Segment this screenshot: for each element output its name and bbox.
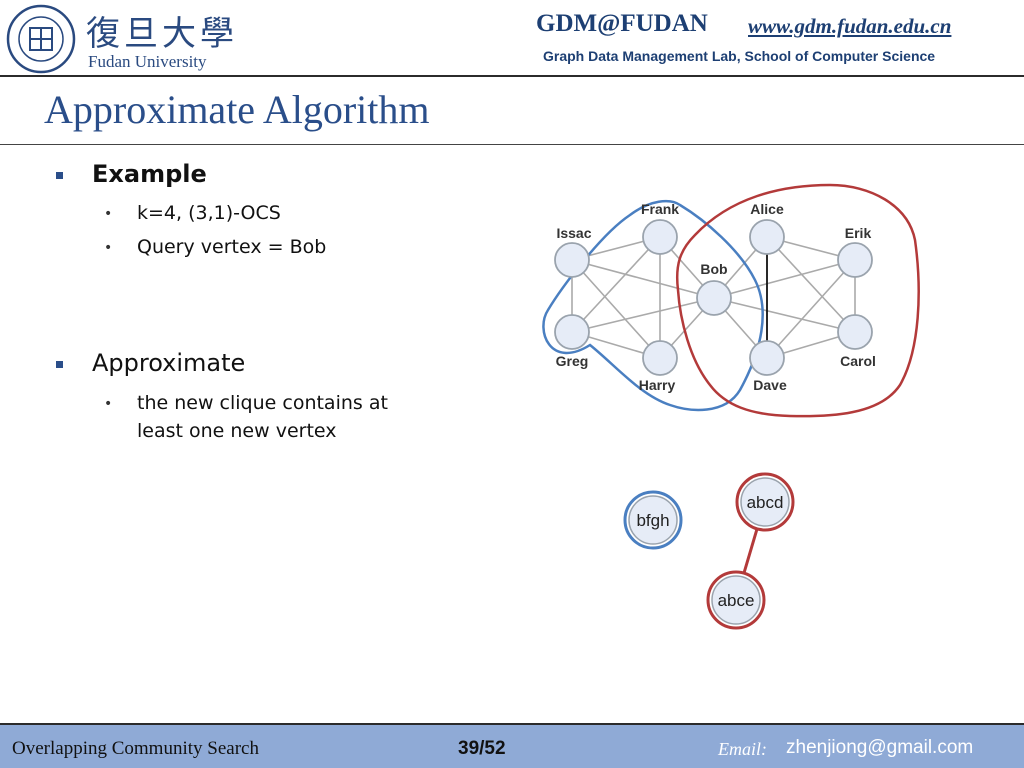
- node-issac: [554, 242, 590, 278]
- footer-topic: Overlapping Community Search: [12, 738, 259, 759]
- node-label-harry: Harry: [639, 377, 676, 393]
- subitem-query-vertex: Query vertex = Bob: [137, 236, 327, 258]
- subitem-k-value: k=4, (3,1)-OCS: [137, 202, 281, 224]
- edge-bob-carol: [713, 297, 856, 333]
- slide-title: Approximate Algorithm: [44, 87, 430, 132]
- edge-issac-bob: [571, 259, 715, 299]
- node-frank: [642, 219, 678, 255]
- bullet-approximate: Approximate: [92, 349, 246, 377]
- dot-bullet-icon: •: [104, 396, 113, 412]
- node-label-bob: Bob: [700, 261, 727, 277]
- lab-name: GDM@FUDAN: [536, 10, 708, 37]
- edge-issac-harry: [571, 259, 661, 359]
- edge-alice-carol: [766, 236, 856, 333]
- node-harry: [642, 340, 678, 376]
- node-erik: [837, 242, 873, 278]
- bullet-example: Example: [92, 160, 207, 188]
- clique-node-abce: [711, 575, 761, 625]
- square-bullet-icon: [56, 361, 63, 368]
- node-carol: [837, 314, 873, 350]
- blue-community-outline: [542, 199, 764, 412]
- subitem-new-clique-1: the new clique contains at: [137, 392, 388, 414]
- node-label-frank: Frank: [641, 201, 679, 217]
- footer-divider: [0, 723, 1024, 725]
- slide-footer: Overlapping Community Search 39/52 Email…: [0, 725, 1024, 768]
- slide-header: 復旦大學 Fudan University GDM@FUDAN www.gdm.…: [0, 0, 1024, 78]
- edge-greg-bob: [571, 297, 715, 333]
- node-label-erik: Erik: [845, 225, 872, 241]
- clique-graph-diagram: bfgh abcd abce: [623, 472, 795, 630]
- header-divider: [0, 75, 1024, 77]
- title-divider: [0, 144, 1024, 145]
- lab-department: Graph Data Management Lab, School of Com…: [543, 48, 936, 64]
- university-seal-icon: [6, 4, 76, 74]
- dot-bullet-icon: •: [104, 206, 113, 222]
- lab-url-link[interactable]: www.gdm.fudan.edu.cn: [748, 14, 952, 38]
- node-label-carol: Carol: [840, 353, 876, 369]
- university-name-cn: 復旦大學: [86, 14, 238, 54]
- node-label-issac: Issac: [556, 225, 591, 241]
- edge-frank-greg: [571, 236, 661, 333]
- subitem-new-clique-2: least one new vertex: [137, 420, 337, 442]
- node-label-alice: Alice: [750, 201, 784, 217]
- clique-label-abce: abce: [718, 591, 755, 610]
- node-label-greg: Greg: [556, 353, 589, 369]
- clique-node-abcd: [740, 477, 790, 527]
- node-greg: [554, 314, 590, 350]
- node-label-dave: Dave: [753, 377, 787, 393]
- clique-nodes: bfgh abcd abce: [623, 472, 795, 630]
- page-number: 39/52: [458, 738, 506, 759]
- clique-label-bfgh: bfgh: [636, 511, 669, 530]
- node-dave: [749, 340, 785, 376]
- edge-erik-bob: [713, 259, 856, 299]
- email-label: Email:: [718, 739, 767, 759]
- square-bullet-icon: [56, 172, 63, 179]
- red-community-outline: [676, 183, 920, 418]
- email-link[interactable]: zhenjiong@gmail.com: [786, 737, 974, 758]
- edge-erik-dave: [766, 259, 856, 359]
- node-alice: [749, 219, 785, 255]
- node-bob: [696, 280, 732, 316]
- dot-bullet-icon: •: [104, 240, 113, 256]
- clique-node-bfgh: [628, 495, 678, 545]
- clique-label-abcd: abcd: [747, 493, 784, 512]
- university-name-en: Fudan University: [88, 52, 207, 71]
